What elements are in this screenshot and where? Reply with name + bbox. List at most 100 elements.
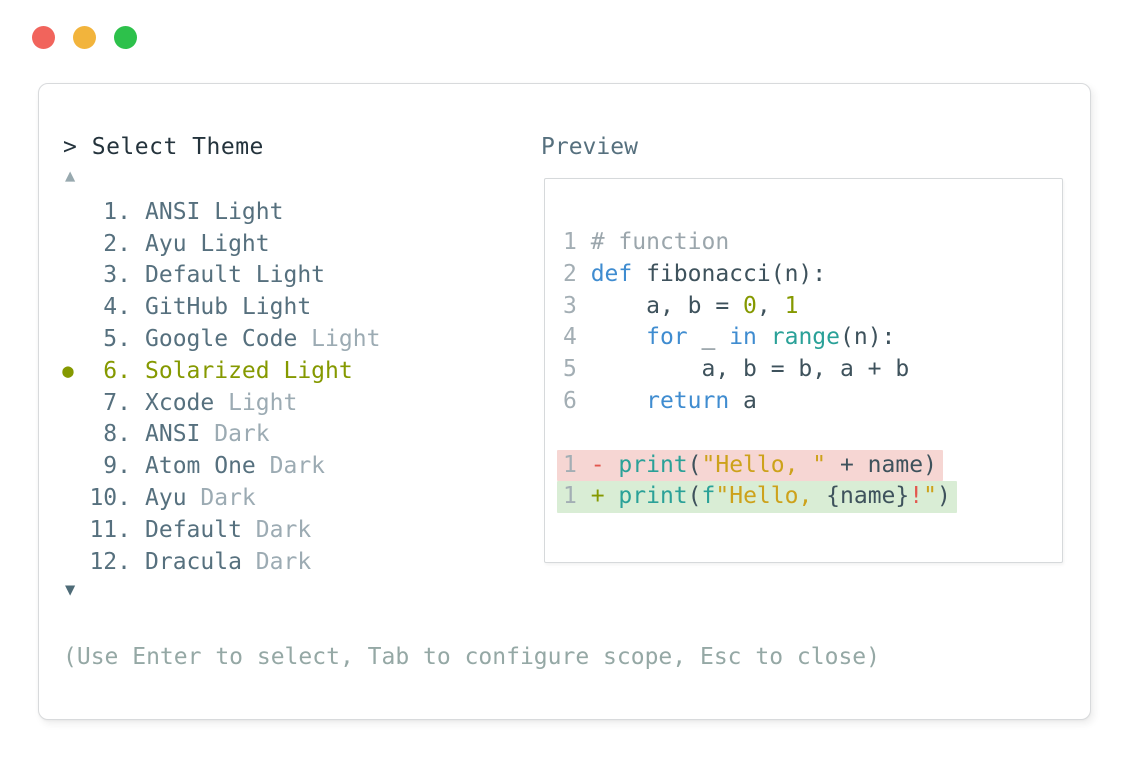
code-token-plain: (n): xyxy=(840,324,896,351)
theme-list-item[interactable]: 3.Default Light xyxy=(51,260,521,292)
code-token-lineno: 6 xyxy=(563,387,591,414)
code-line: 6 return a xyxy=(563,386,957,418)
window-controls xyxy=(32,26,137,49)
diff-line-del: 1 - print("Hello, " + name) xyxy=(557,449,957,482)
code-token-str: "Hello, " xyxy=(701,451,827,478)
code-token-fn: f xyxy=(701,483,716,510)
minimize-button[interactable] xyxy=(73,26,96,49)
theme-list-item[interactable]: 9.Atom One Dark xyxy=(51,450,521,482)
theme-item-variant: Dark xyxy=(200,421,270,448)
theme-item-number: 8. xyxy=(103,421,131,448)
code-line: 2 def fibonacci(n): xyxy=(563,259,957,291)
code-token-str: "Hello, xyxy=(715,483,827,510)
theme-list-item[interactable]: 8. ANSI Dark xyxy=(51,419,521,451)
diff-line-add: 1 + print(f"Hello, {name}!") xyxy=(557,481,957,514)
theme-list-item[interactable]: ●6.Solarized Light xyxy=(51,355,521,387)
code-token-lineno: 1 xyxy=(563,229,591,255)
theme-item-variant: Dark xyxy=(241,548,312,575)
theme-item-number: 4. xyxy=(103,294,131,321)
theme-item-number: 7. xyxy=(103,389,131,416)
code-line: 1 # function xyxy=(563,227,957,259)
code-token-olive: + xyxy=(590,483,619,510)
theme-list-item[interactable]: 10. Ayu Dark xyxy=(51,482,521,514)
prompt-title: > Select Theme xyxy=(63,134,264,160)
code-token-red: - xyxy=(590,451,619,478)
prompt-caret: > xyxy=(63,134,78,160)
theme-item-variant: Light xyxy=(200,198,284,225)
code-token-kw: return xyxy=(646,387,730,414)
theme-item-variant: Light xyxy=(186,230,270,257)
code-token-plain xyxy=(591,388,646,414)
close-button[interactable] xyxy=(32,26,55,49)
theme-selector-panel: > Select Theme ▲ 1. ANSI Light 2. Ayu Light… xyxy=(38,83,1091,720)
theme-item-variant: Dark xyxy=(186,485,256,512)
maximize-button[interactable] xyxy=(114,26,137,49)
code-token-kw: def xyxy=(590,260,633,287)
scroll-up-icon[interactable]: ▲ xyxy=(65,166,76,186)
theme-list-item[interactable]: 12.Dracula Dark xyxy=(51,546,521,578)
footer-hint: (Use Enter to select, Tab to configure s… xyxy=(63,644,880,670)
code-token-kw: for xyxy=(646,324,688,351)
code-token-lineno: 1 xyxy=(563,483,591,510)
theme-item-number: 2. xyxy=(103,230,131,257)
theme-item-name: Xcode xyxy=(145,389,215,416)
theme-list-item[interactable]: 1. ANSI Light xyxy=(51,196,521,228)
code-token-plain: ) xyxy=(936,483,951,510)
code-line-body: 6 return a xyxy=(563,386,757,418)
code-token-str: " xyxy=(923,483,937,510)
code-line: 3 a, b = 0, 1 xyxy=(563,291,957,323)
theme-item-name: Ayu xyxy=(145,230,187,257)
theme-list-item[interactable]: 2. Ayu Light xyxy=(51,228,521,260)
theme-item-variant: Light xyxy=(214,389,298,416)
theme-item-number: 3. xyxy=(103,262,131,289)
theme-list-item[interactable]: 11.Default Dark xyxy=(51,514,521,546)
code-token-lineno: 1 xyxy=(563,451,591,478)
code-token-plain xyxy=(757,324,771,350)
theme-item-name: ANSI xyxy=(145,421,201,448)
code-token-fn: range xyxy=(770,324,840,351)
code-token-fn: print xyxy=(618,483,688,510)
code-token-plain: + name) xyxy=(826,451,937,478)
prompt-label: Select Theme xyxy=(91,134,264,160)
code-token-num: 0 xyxy=(743,292,757,319)
code-token-plain: ( xyxy=(687,483,702,510)
code-line xyxy=(563,418,957,450)
theme-item-name: GitHub xyxy=(145,294,229,321)
theme-item-name: Atom One xyxy=(145,453,256,480)
scroll-down-icon[interactable]: ▼ xyxy=(65,580,76,600)
selected-bullet-icon: ● xyxy=(62,359,74,382)
theme-item-variant: Light xyxy=(241,262,326,289)
theme-list-item[interactable]: 4.GitHub Light xyxy=(51,291,521,323)
code-token-plain: a xyxy=(729,387,757,414)
code-token-red: ! xyxy=(909,483,924,510)
code-token-plain: ( xyxy=(687,451,702,478)
code-token-lineno: 4 xyxy=(563,324,591,351)
theme-item-number: 5. xyxy=(103,326,131,353)
code-token-plain: _ xyxy=(687,324,730,351)
theme-list-item[interactable]: 7. Xcode Light xyxy=(51,387,521,419)
code-line-body: 3 a, b = 0, 1 xyxy=(563,291,798,323)
theme-item-number: 10. xyxy=(89,485,131,512)
code-token-plain: a, b = b, a + b xyxy=(590,356,910,383)
code-token-fn: print xyxy=(618,451,688,478)
theme-item-name: Ayu xyxy=(145,485,187,512)
code-token-plain: , xyxy=(756,292,785,319)
theme-item-variant: Dark xyxy=(255,453,326,480)
code-line-body: 1 # function xyxy=(563,227,729,259)
code-line-body: 1 + print(f"Hello, {name}!") xyxy=(557,481,957,514)
theme-list-item[interactable]: 5.Google Code Light xyxy=(51,323,521,355)
code-token-kw: in xyxy=(729,324,757,351)
theme-item-variant: Dark xyxy=(241,516,312,543)
theme-item-name: Solarized xyxy=(145,357,270,384)
theme-item-name: ANSI xyxy=(145,198,201,225)
theme-item-number: 1. xyxy=(103,198,131,225)
code-token-lineno: 2 xyxy=(563,260,591,287)
preview-title: Preview xyxy=(541,134,638,160)
theme-item-name: Dracula xyxy=(145,548,242,575)
code-line-body xyxy=(563,418,577,450)
code-line-body: 5 a, b = b, a + b xyxy=(563,354,909,386)
